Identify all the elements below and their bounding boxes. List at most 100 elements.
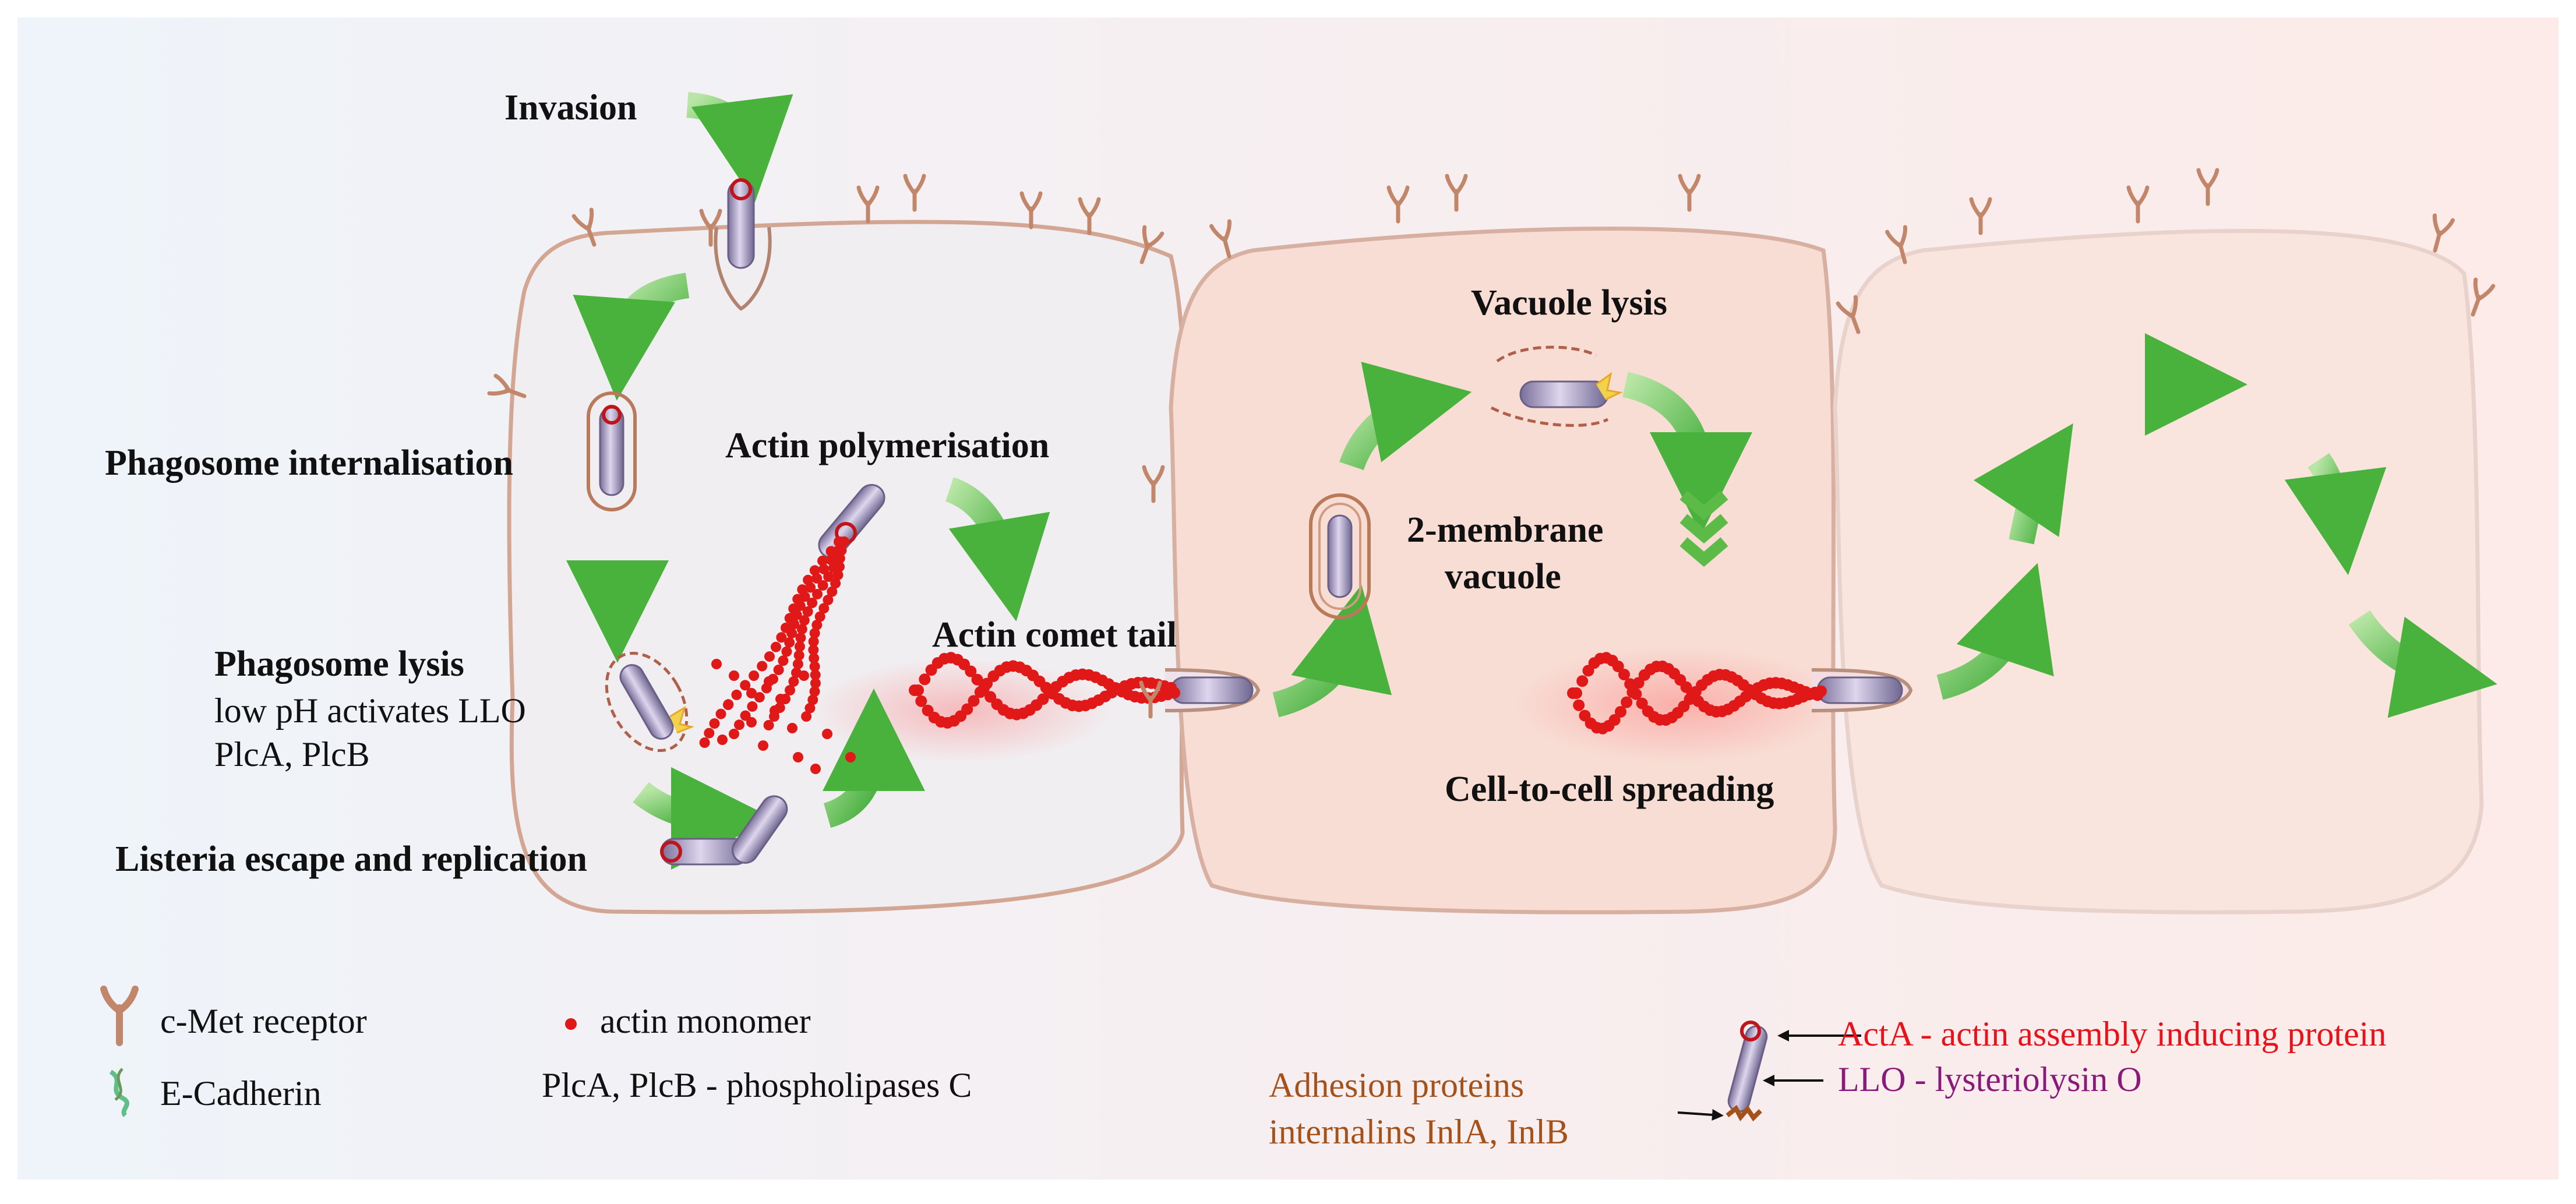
actin-dot <box>717 735 728 745</box>
cmet-receptor <box>1836 295 1861 334</box>
legend-cmet: c-Met receptor <box>160 1002 367 1040</box>
actin-dot <box>787 723 797 733</box>
actin-dot <box>793 650 804 661</box>
actin-dot <box>785 685 795 695</box>
label-phagosome-internalisation: Phagosome internalisation <box>105 443 513 483</box>
actin-dot <box>797 584 808 595</box>
actin-dot <box>812 589 823 599</box>
actin-dot <box>834 536 845 547</box>
actin-dot <box>807 598 818 608</box>
actin-dot <box>1815 685 1827 697</box>
vacuole-lysis-bacterium <box>1490 345 1623 427</box>
actin-dot <box>810 764 821 774</box>
protrusion-2 <box>1811 668 1913 712</box>
legend-ecadherin: E-Cadherin <box>160 1074 322 1113</box>
legend: c-Met receptor E-Cadherin actin monomer … <box>100 986 2386 1151</box>
actin-dot <box>729 670 739 681</box>
cmet-receptor <box>1386 185 1410 224</box>
cmet-receptor <box>699 209 722 247</box>
actin-dot <box>807 694 818 705</box>
actin-dot <box>788 676 799 687</box>
actin-dot <box>747 701 758 712</box>
actin-dot <box>845 752 856 762</box>
pointer-adhesion <box>1677 1108 1724 1121</box>
actin-dot <box>758 740 768 751</box>
actin-dot <box>781 622 791 633</box>
cmet-receptor <box>2471 277 2496 317</box>
actin-dot <box>1573 699 1585 711</box>
actin-dot <box>740 710 751 721</box>
bacterium-invading <box>727 178 755 269</box>
actin-dot <box>763 720 774 730</box>
label-actin-polymerisation: Actin polymerisation <box>725 426 1049 465</box>
actin-dot <box>796 624 807 634</box>
legend-plc: PlcA, PlcB - phospholipases C <box>542 1066 972 1104</box>
actin-dot <box>771 641 781 652</box>
actin-dot <box>823 571 834 582</box>
actin-dot <box>699 737 710 748</box>
actin-dot <box>961 703 973 715</box>
actin-dot <box>799 615 810 626</box>
actin-dot <box>808 636 819 647</box>
actin-dot <box>814 611 825 622</box>
actin-dot <box>784 613 795 624</box>
actin-dot <box>828 563 839 573</box>
actin-dot <box>809 661 820 672</box>
actin-dot <box>809 565 820 576</box>
actin-dot <box>749 670 760 681</box>
actin-filaments <box>699 536 1827 774</box>
actin-dot <box>794 641 805 652</box>
actin-dot <box>802 606 813 617</box>
actin-dot <box>818 564 830 575</box>
actin-dot <box>810 677 821 688</box>
actin-dot <box>795 633 806 643</box>
actin-dot <box>809 628 820 639</box>
actin-dot <box>968 695 980 707</box>
bacterium-lysis <box>605 651 694 753</box>
label-vacuole: vacuole <box>1445 557 1561 596</box>
process-arrows <box>566 92 2497 870</box>
actin-dot <box>775 694 786 704</box>
actin-dot <box>781 646 792 657</box>
actin-dot <box>1612 661 1624 672</box>
cmet-receptor <box>2196 168 2219 206</box>
actin-dot <box>915 695 927 707</box>
legend-adhesion-line2: internalins InlA, InlB <box>1269 1113 1569 1151</box>
cell-3 <box>1833 228 2484 915</box>
actin-dot <box>723 700 733 710</box>
label-plca-plcb: PlcA, PlcB <box>214 735 370 774</box>
actin-dot <box>778 655 789 666</box>
actin-monomer-icon <box>565 1018 577 1030</box>
cmet-receptor <box>1885 225 1908 264</box>
actin-dot <box>1615 706 1626 718</box>
actin-dot <box>822 729 832 739</box>
cmet-receptor <box>1139 680 1162 719</box>
actin-dot <box>764 676 774 687</box>
cmet-receptor <box>571 207 597 247</box>
actin-dot <box>799 670 809 681</box>
actin-dot <box>971 673 983 686</box>
actin-dot <box>823 595 834 605</box>
cmet-receptor <box>1142 465 1165 503</box>
actin-dot <box>817 580 828 591</box>
actin-dot <box>803 574 814 585</box>
label-cell-to-cell: Cell-to-cell spreading <box>1445 769 1774 809</box>
actin-dot <box>811 619 823 630</box>
actin-dot <box>757 661 768 672</box>
cmet-receptor <box>1019 191 1043 229</box>
cmet-receptor <box>2126 185 2150 224</box>
actin-dot <box>729 729 739 739</box>
actin-dot <box>711 659 722 669</box>
spreading-glow <box>1515 647 1841 763</box>
actin-dot <box>773 665 784 675</box>
legend-acta: ActA - actin assembly inducing protein <box>1838 1015 2386 1053</box>
cmet-receptor <box>1209 219 1232 259</box>
invasion-pocket <box>714 227 772 311</box>
bacterium-replicating <box>660 795 788 866</box>
phagosome <box>587 391 637 511</box>
legend-llo: LLO - lysteriolysin O <box>1838 1060 2142 1099</box>
actin-dot <box>764 651 775 662</box>
actin-dot <box>793 752 803 762</box>
actin-dot <box>746 717 757 728</box>
